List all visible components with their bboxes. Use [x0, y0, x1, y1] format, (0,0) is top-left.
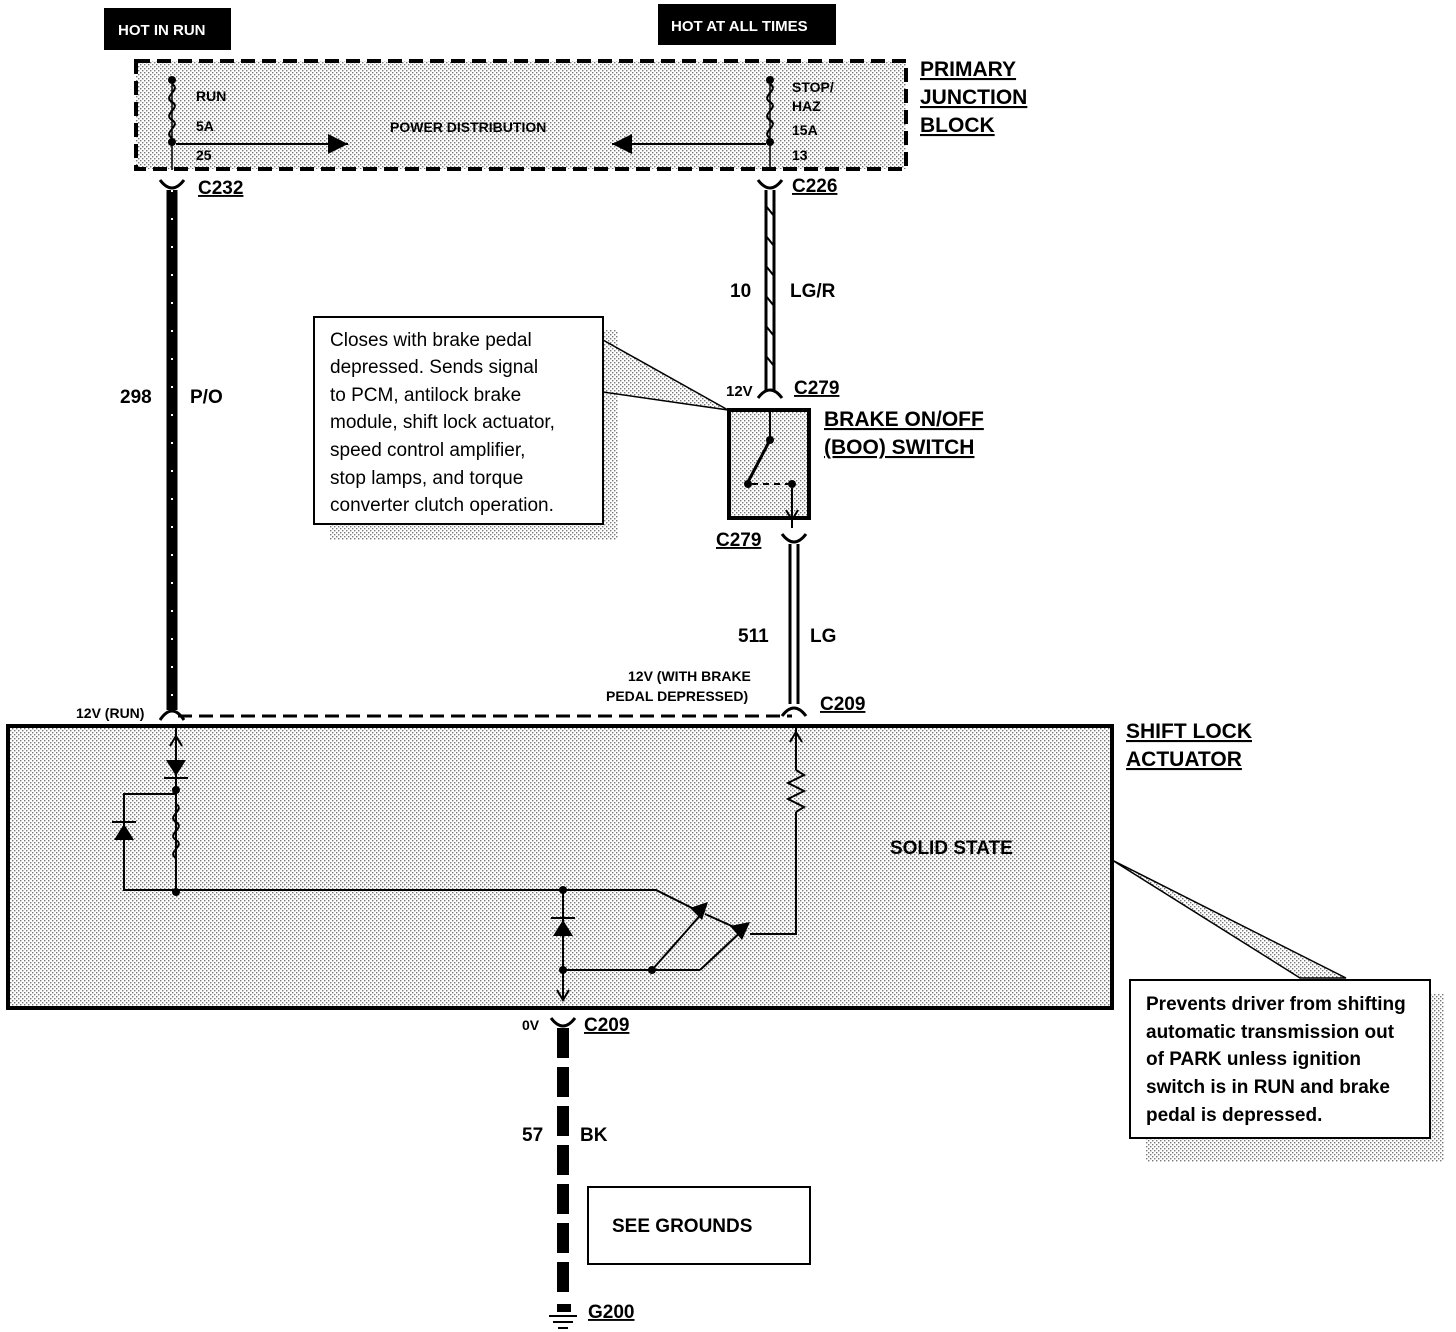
- svg-text:depressed. Sends signal: depressed. Sends signal: [330, 357, 538, 378]
- see-grounds-box: SEE GROUNDS: [587, 1186, 811, 1265]
- svg-text:HOT AT ALL TIMES: HOT AT ALL TIMES: [671, 18, 808, 35]
- diode-icon: [166, 760, 186, 776]
- actuator-name-2: ACTUATOR: [1126, 748, 1242, 771]
- junction-block-name-3: BLOCK: [920, 114, 995, 137]
- switch-contact-icon: [746, 439, 772, 483]
- fuse-stop-line4: 13: [792, 147, 808, 163]
- actuator-note: Prevents driver from shifting automatic …: [1111, 859, 1444, 1162]
- fuse-run-line2: 5A: [196, 118, 214, 134]
- svg-text:switch is in RUN and brake: switch is in RUN and brake: [1146, 1077, 1390, 1098]
- transistor-1-icon: [690, 902, 708, 920]
- wire-511-color: LG: [810, 626, 836, 647]
- svg-text:Prevents driver from shifting: Prevents driver from shifting: [1146, 994, 1406, 1015]
- wire-57-color: BK: [580, 1125, 608, 1146]
- fuse-stop-line2: HAZ: [792, 98, 821, 114]
- fuse-run-line3: 25: [196, 147, 212, 163]
- svg-text:HOT IN RUN: HOT IN RUN: [118, 22, 206, 39]
- ground-icon: [549, 1304, 577, 1329]
- connector-c279-bottom: C279: [716, 530, 761, 551]
- svg-text:speed control amplifier,: speed control amplifier,: [330, 440, 525, 461]
- svg-text:converter clutch operation.: converter clutch operation.: [330, 495, 554, 516]
- svg-text:SEE GROUNDS: SEE GROUNDS: [612, 1216, 752, 1237]
- svg-text:module, shift lock actuator,: module, shift lock actuator,: [330, 412, 555, 433]
- connector-c209-top: C209: [820, 694, 865, 715]
- wire-298: [158, 179, 186, 721]
- resistor-icon: [785, 769, 807, 813]
- boo-switch-note: Closes with brake pedal depressed. Sends…: [313, 316, 729, 540]
- hot-in-run-label: HOT IN RUN: [104, 8, 231, 50]
- connector-c232: C232: [198, 178, 243, 199]
- connector-c226: C226: [792, 176, 837, 197]
- shift-lock-actuator: SOLID STATE: [6, 714, 1114, 1010]
- hot-at-all-times-label: HOT AT ALL TIMES: [658, 4, 836, 45]
- wire-511-circuit: 511: [738, 626, 769, 647]
- solenoid-coil-icon: [172, 803, 180, 859]
- wire-10: [756, 179, 784, 399]
- wire-298-color: P/O: [190, 387, 223, 408]
- voltage-switch-in: 12V: [726, 383, 753, 400]
- power-distribution-label: POWER DISTRIBUTION: [390, 119, 546, 135]
- fuse-run-line1: RUN: [196, 88, 226, 104]
- actuator-name-1: SHIFT LOCK: [1126, 720, 1252, 743]
- svg-text:of PARK unless ignition: of PARK unless ignition: [1146, 1049, 1361, 1070]
- zener-diode-2-icon: [553, 920, 573, 936]
- primary-junction-block: RUN 5A 25 STOP/ HAZ 15A 13 POWER DISTRIB…: [134, 59, 908, 171]
- junction-block-name-2: JUNCTION: [920, 86, 1027, 109]
- voltage-ground: 0V: [522, 1017, 540, 1033]
- transistor-2-icon: [730, 922, 750, 940]
- svg-text:automatic transmission out: automatic transmission out: [1146, 1022, 1395, 1043]
- brake-switch: [727, 408, 811, 528]
- voltage-run: 12V (RUN): [76, 705, 144, 721]
- junction-block-name-1: PRIMARY: [920, 58, 1016, 81]
- wire-10-color: LG/R: [790, 281, 836, 302]
- zener-diode-icon: [114, 824, 134, 840]
- fuse-stop-line1: STOP/: [792, 79, 834, 95]
- voltage-brake-line2: PEDAL DEPRESSED): [606, 688, 748, 704]
- connector-c279-top: C279: [794, 378, 839, 399]
- voltage-brake-line1: 12V (WITH BRAKE: [628, 668, 751, 684]
- fuse-stop-line3: 15A: [792, 122, 818, 138]
- svg-text:Closes with brake pedal: Closes with brake pedal: [330, 330, 532, 351]
- wire-57: [549, 1017, 577, 1300]
- boo-switch-name-1: BRAKE ON/OFF: [824, 408, 984, 431]
- wire-298-circuit: 298: [120, 387, 152, 408]
- wire-10-circuit: 10: [730, 281, 751, 302]
- ground-g200: G200: [588, 1302, 634, 1323]
- boo-switch-name-2: (BOO) SWITCH: [824, 436, 974, 459]
- svg-text:to PCM, antilock brake: to PCM, antilock brake: [330, 385, 521, 406]
- svg-text:pedal is depressed.: pedal is depressed.: [1146, 1105, 1322, 1126]
- wire-511: [780, 533, 808, 717]
- svg-text:stop lamps, and torque: stop lamps, and torque: [330, 468, 523, 489]
- connector-c209-bottom: C209: [584, 1015, 629, 1036]
- solid-state-label: SOLID STATE: [890, 838, 1013, 859]
- wire-57-circuit: 57: [522, 1125, 543, 1146]
